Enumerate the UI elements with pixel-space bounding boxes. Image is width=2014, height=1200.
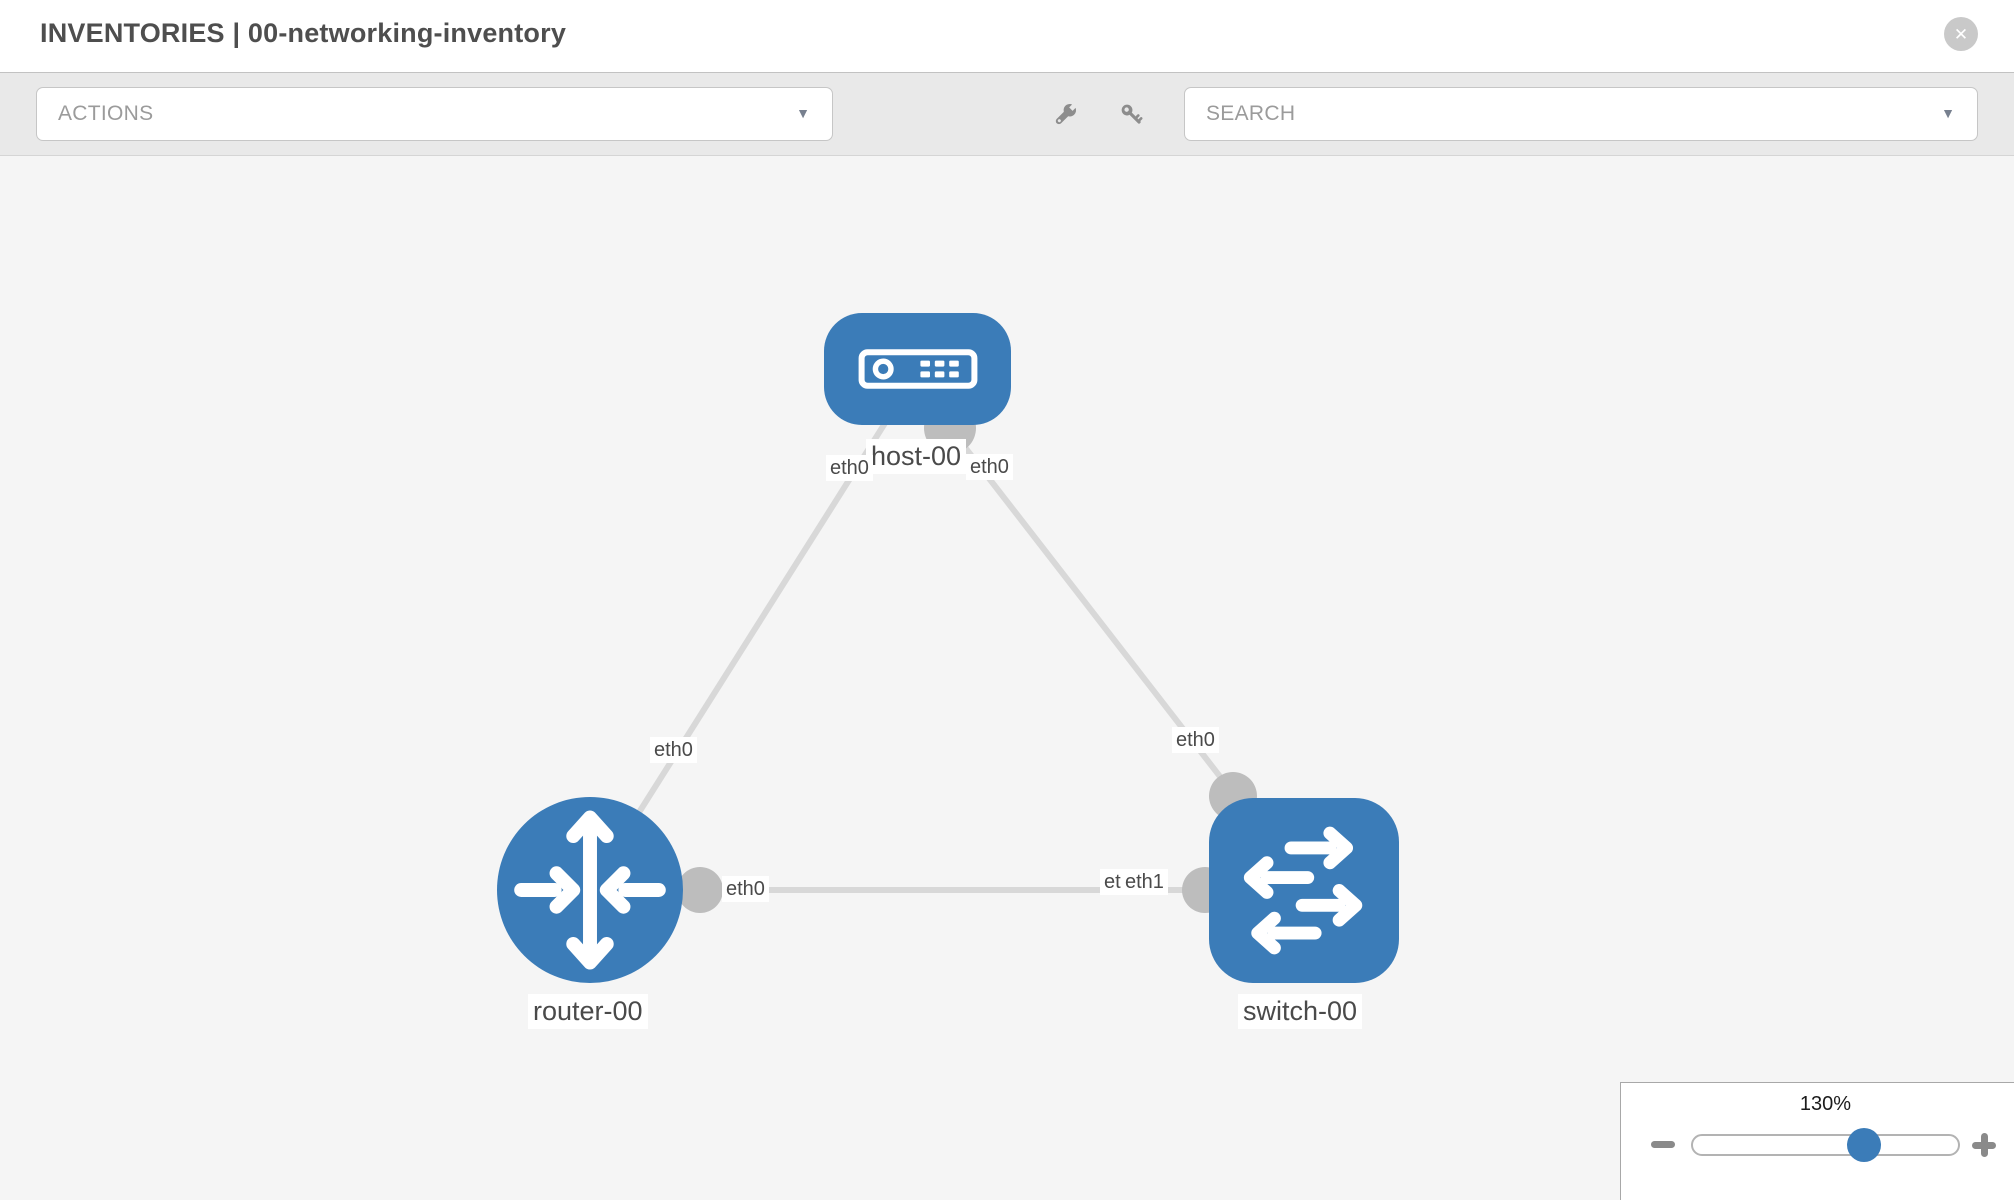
node-host-00[interactable] — [824, 313, 1011, 425]
close-icon: ✕ — [1953, 24, 1969, 44]
plus-icon[interactable] — [1972, 1133, 1996, 1157]
header: INVENTORIES | 00-networking-inventory ✕ — [0, 0, 2014, 72]
search-dropdown[interactable]: SEARCH ▼ — [1184, 87, 1978, 141]
zoom-panel: 130% — [1620, 1082, 2014, 1200]
node-label-host: host-00 — [866, 439, 967, 475]
actions-dropdown[interactable]: ACTIONS ▼ — [36, 87, 833, 141]
node-label-switch: switch-00 — [1238, 994, 1363, 1030]
port-label-link-host-switch: eth0 — [1172, 727, 1219, 753]
port-label-router-eth0: eth0 — [722, 876, 769, 902]
topology-canvas[interactable]: host-00 router-00 switch-00 eth0 eth0 et… — [0, 156, 2014, 1200]
port-label-host-eth0-right: eth0 — [966, 454, 1013, 480]
port-label-link-router-host: eth0 — [650, 737, 697, 763]
router-icon — [514, 810, 666, 970]
page-title: INVENTORIES | 00-networking-inventory — [40, 18, 567, 48]
wrench-icon[interactable] — [1050, 100, 1080, 130]
node-switch-00[interactable] — [1209, 798, 1399, 983]
search-dropdown-label: SEARCH — [1206, 102, 1296, 125]
node-label-router: router-00 — [528, 994, 648, 1030]
zoom-slider-thumb[interactable] — [1847, 1128, 1881, 1162]
caret-down-icon: ▼ — [796, 105, 810, 121]
key-icon[interactable] — [1117, 100, 1147, 130]
switch-icon — [1243, 826, 1363, 955]
port-label-switch-eth1: eth1 — [1121, 869, 1168, 895]
toolbar: ACTIONS ▼ SEARCH ▼ — [0, 72, 2014, 156]
caret-down-icon: ▼ — [1941, 105, 1955, 121]
node-router-00[interactable] — [497, 797, 683, 983]
port-circle-router-eth0 — [677, 867, 723, 913]
links-layer — [587, 380, 1307, 913]
actions-dropdown-label: ACTIONS — [58, 102, 154, 125]
zoom-slider-track[interactable] — [1691, 1134, 1960, 1156]
port-label-host-eth0-left: eth0 — [826, 455, 873, 481]
zoom-value: 130% — [1799, 1093, 1852, 1115]
close-button[interactable]: ✕ — [1944, 17, 1978, 51]
minus-icon[interactable] — [1651, 1141, 1675, 1148]
host-icon — [858, 349, 977, 389]
